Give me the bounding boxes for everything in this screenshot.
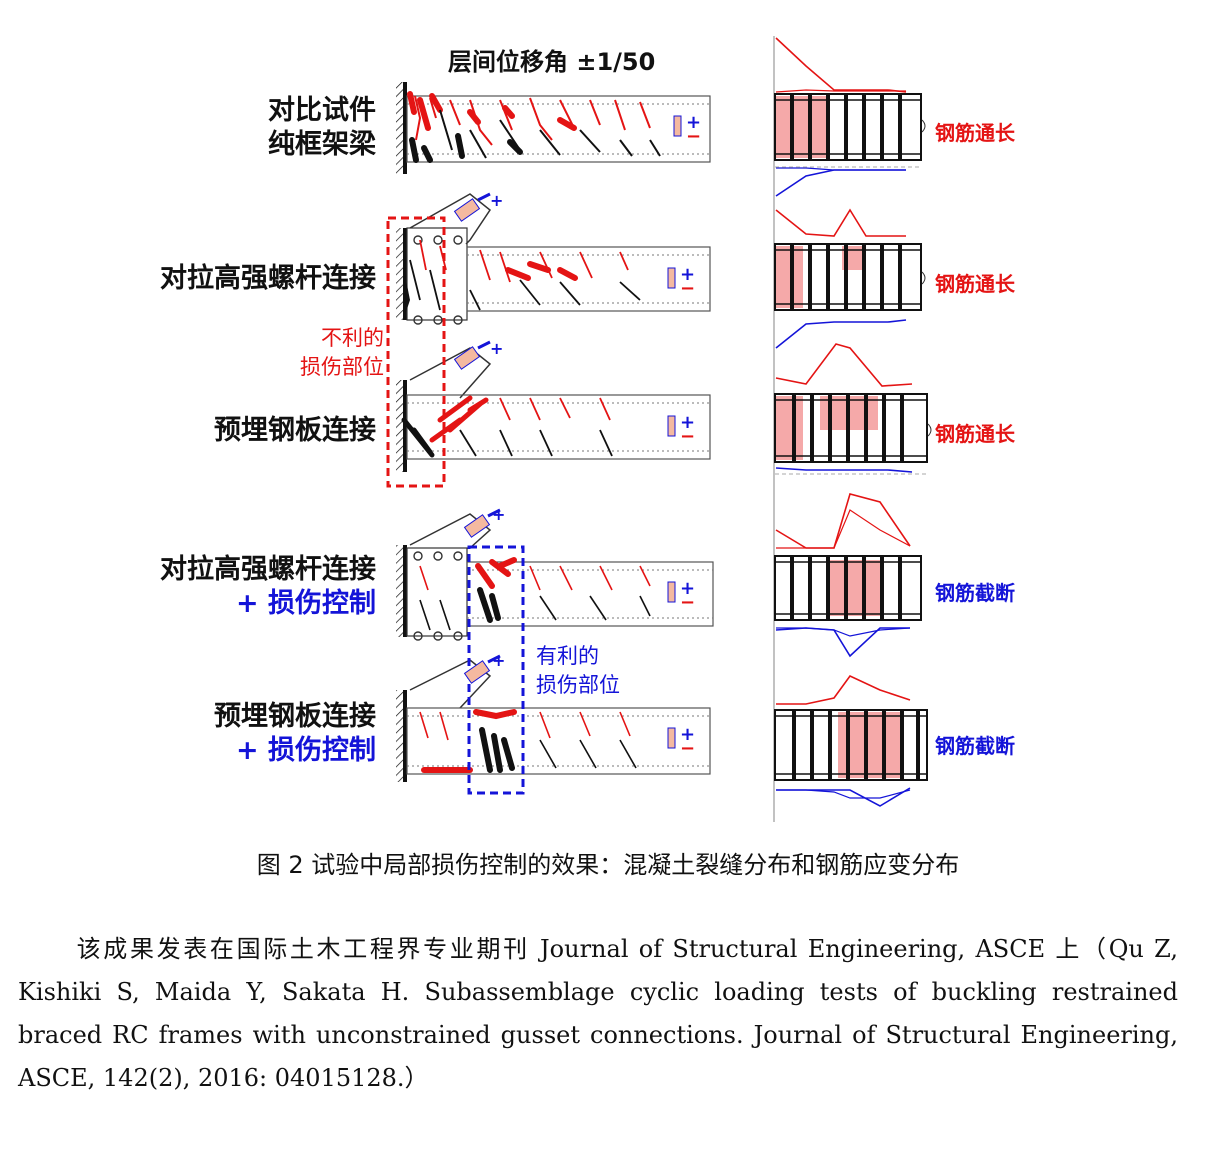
figure-drawing: + − + − + − + − + − + + + — [386, 36, 932, 822]
specimen-label-5: 预埋钢板连接 + 损伤控制 — [214, 700, 376, 768]
specimen-label-2: 对拉高强螺杆连接 — [160, 262, 376, 296]
specimen-5-line1: 预埋钢板连接 — [214, 701, 376, 732]
plus-sign: + — [680, 412, 695, 433]
rebar-label-5: 钢筋截断 — [935, 734, 1015, 758]
load-indicator-1: + − — [673, 112, 701, 147]
strain-plot-4 — [774, 493, 922, 658]
figure-caption: 图 2 试验中局部损伤控制的效果：混凝土裂缝分布和钢筋应变分布 — [256, 851, 960, 879]
minus-sign: − — [680, 426, 695, 447]
strain-plot-1 — [774, 37, 922, 197]
plus-sign: + — [680, 578, 695, 599]
load-indicator-2: + − — [667, 264, 695, 299]
favorable-zone-box — [467, 545, 525, 795]
specimen-5-line2: + 损伤控制 — [235, 735, 376, 766]
plus-sign: + — [680, 724, 695, 745]
brace-plus: + — [492, 505, 505, 524]
beam-4 — [396, 513, 714, 641]
plus-sign: + — [686, 112, 701, 133]
favorable-line2: 损伤部位 — [536, 673, 620, 697]
load-indicator-4: + − — [667, 578, 695, 613]
unfavorable-line2: 损伤部位 — [300, 355, 384, 379]
favorable-damage-label: 有利的 损伤部位 — [536, 642, 620, 700]
strain-plot-2 — [774, 208, 922, 349]
specimen-label-3: 预埋钢板连接 — [214, 414, 376, 448]
unfavorable-damage-label: 不利的 损伤部位 — [300, 324, 384, 382]
rebar-label-3: 钢筋通长 — [935, 422, 1015, 446]
strain-plot-3 — [774, 343, 928, 475]
specimen-1-line1: 对比试件 — [268, 95, 376, 126]
load-indicator-3: + − — [667, 412, 695, 447]
rebar-label-2: 钢筋通长 — [935, 272, 1015, 296]
plus-sign: + — [680, 264, 695, 285]
brace-plus: + — [490, 339, 503, 358]
specimen-3-line1: 预埋钢板连接 — [214, 415, 376, 446]
brace-arrows: + + + + — [453, 191, 505, 684]
minus-sign: − — [686, 126, 701, 147]
beam-2 — [396, 193, 711, 325]
body-paragraph: 该成果发表在国际土木工程界专业期刊 Journal of Structural … — [18, 928, 1178, 1100]
rebar-label-4: 钢筋截断 — [935, 581, 1015, 605]
unfavorable-line1: 不利的 — [321, 326, 384, 350]
minus-sign: − — [680, 278, 695, 299]
specimen-label-4: 对拉高强螺杆连接 + 损伤控制 — [160, 553, 376, 621]
specimen-4-line2: + 损伤控制 — [235, 588, 376, 619]
load-indicator-group: + − + − + − + − + − — [667, 112, 701, 759]
paragraph-text: 该成果发表在国际土木工程界专业期刊 Journal of Structural … — [18, 935, 1178, 1092]
unfavorable-zone-box — [386, 216, 446, 488]
favorable-line1: 有利的 — [536, 644, 599, 668]
specimen-label-1: 对比试件 纯框架梁 — [268, 94, 376, 162]
rebar-connectors — [921, 119, 932, 437]
rebar-label-1: 钢筋通长 — [935, 121, 1015, 145]
brace-plus: + — [492, 651, 505, 670]
specimen-1-line2: 纯框架梁 — [268, 129, 376, 160]
beam-3 — [396, 347, 711, 472]
brace-plus: + — [490, 191, 503, 210]
beam-5 — [396, 659, 711, 782]
minus-sign: − — [680, 738, 695, 759]
minus-sign: − — [680, 592, 695, 613]
specimen-2-line1: 对拉高强螺杆连接 — [160, 263, 376, 294]
load-indicator-5: + − — [667, 724, 695, 759]
specimen-4-line1: 对拉高强螺杆连接 — [160, 554, 376, 585]
strain-plot-5 — [774, 674, 928, 807]
drift-title: 层间位移角 ±1/50 — [448, 48, 656, 76]
beam-1 — [396, 82, 711, 174]
